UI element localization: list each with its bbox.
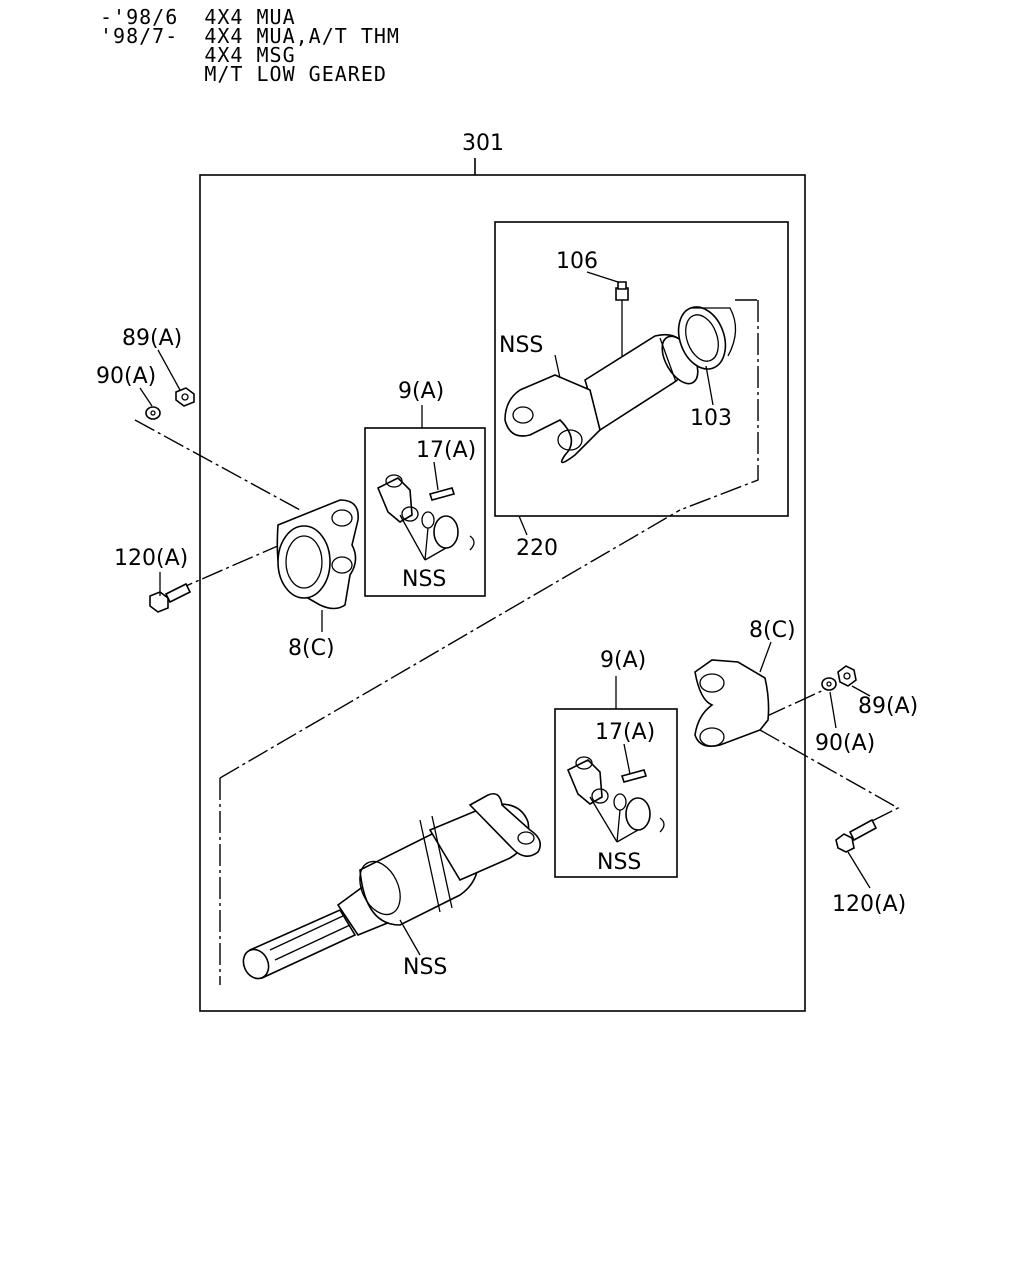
header-line-4: M/T LOW GEARED	[100, 62, 387, 86]
seal-ring-icon	[677, 306, 737, 370]
label-spider-bottom: 9(A)	[600, 648, 646, 673]
assembly-frame	[199, 174, 806, 1012]
shaft-sub-frame	[494, 221, 789, 517]
label-flange-left: 8(C)	[288, 636, 335, 661]
label-nut-left: 89(A)	[122, 326, 182, 351]
label-nss-shaft: NSS	[403, 955, 447, 980]
washer-right-icon	[821, 677, 837, 691]
label-bolt-right: 120(A)	[832, 892, 906, 917]
label-flange-right: 8(C)	[749, 618, 796, 643]
washer-left-icon	[145, 406, 161, 420]
spider-kit-top-frame	[364, 427, 486, 597]
leader-lines	[139, 271, 871, 956]
spider-kit-bottom-icon	[566, 756, 665, 843]
label-washer-left: 90(A)	[96, 364, 156, 389]
assembly-guide-lines	[134, 299, 900, 985]
header-line-2: '98/7- 4X4 MUA,A/T THM	[100, 24, 400, 48]
bolt-right-icon	[835, 818, 878, 853]
header-notes: -'98/6 4X4 MUA '98/7- 4X4 MUA,A/T THM 4X…	[100, 5, 400, 86]
label-nss-spider-bottom: NSS	[597, 850, 641, 875]
label-nut-right: 89(A)	[858, 694, 918, 719]
spider-kit-top-icon	[376, 474, 475, 561]
nut-left-icon	[175, 387, 195, 407]
label-bolt-left: 120(A)	[114, 546, 188, 571]
label-seal: 103	[690, 406, 732, 431]
label-shaft-sub: 220	[516, 536, 558, 561]
label-grease-fitting: 106	[556, 249, 598, 274]
propeller-shaft-icon	[242, 792, 541, 980]
label-nss-yoke: NSS	[499, 333, 543, 358]
label-spider-top: 9(A)	[398, 379, 444, 404]
label-fitting-top: 17(A)	[416, 438, 476, 463]
header-line-1: -'98/6 4X4 MUA	[100, 5, 296, 29]
flange-yoke-left-icon	[276, 499, 359, 610]
slip-yoke-shaft-icon	[504, 333, 699, 464]
nut-right-icon	[837, 665, 857, 687]
label-assembly: 301	[462, 131, 504, 156]
label-nss-spider-top: NSS	[402, 567, 446, 592]
header-line-3: 4X4 MSG	[100, 43, 296, 67]
bolt-left-icon	[149, 582, 192, 613]
label-washer-right: 90(A)	[815, 731, 875, 756]
flange-yoke-right-icon	[694, 659, 770, 748]
label-fitting-bottom: 17(A)	[595, 720, 655, 745]
